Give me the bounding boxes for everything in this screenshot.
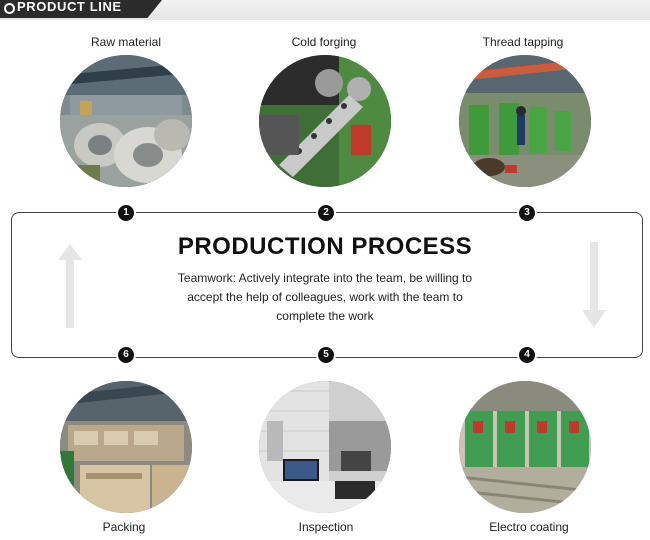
step-label-cold-forging: Cold forging [291,35,357,49]
section-tab: PRODUCT LINE [0,0,162,18]
step-number-1: 1 [118,205,134,221]
step-number-5: 5 [318,347,334,363]
ring-icon [4,3,15,14]
packing-photo [60,381,192,513]
step-label-packing: Packing [102,520,146,534]
production-process-panel [11,212,643,358]
step-number-2: 2 [318,205,334,221]
section-header-bar: PRODUCT LINE [0,0,650,20]
step-label-electro-coating: Electro coating [489,520,569,534]
process-description: Teamwork: Actively integrate into the te… [177,271,473,323]
electro-coating-photo [459,381,591,513]
process-title: PRODUCTION PROCESS [177,233,473,260]
arrow-down-icon [582,242,606,328]
section-title: PRODUCT LINE [17,0,122,14]
raw-material-photo [60,55,192,187]
step-label-raw-material: Raw material [90,35,162,49]
step-number-4: 4 [519,347,535,363]
cold-forging-photo [259,55,391,187]
arrow-up-icon [58,244,82,328]
step-label-thread-tapping: Thread tapping [482,35,564,49]
step-number-6: 6 [118,347,134,363]
step-label-inspection: Inspection [298,520,354,534]
thread-tapping-photo [459,55,591,187]
inspection-photo [259,381,391,513]
step-number-3: 3 [519,205,535,221]
